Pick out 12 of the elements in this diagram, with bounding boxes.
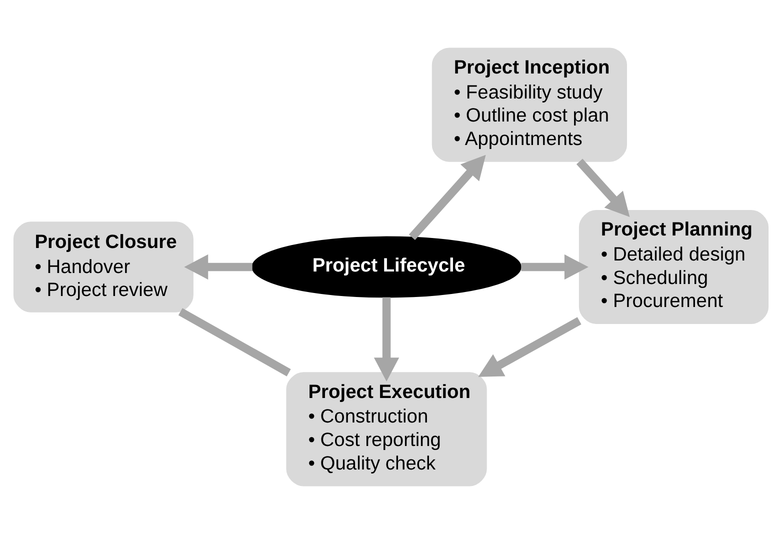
connector: [178, 308, 291, 376]
arrow: [576, 158, 630, 217]
node-box: Project Execution • Construction • Cost reporting • Quality check: [286, 372, 487, 486]
arrow: [408, 154, 486, 240]
arrow: [478, 317, 582, 377]
arrow: [184, 254, 252, 280]
arrow: [374, 297, 400, 382]
node-box: Project Planning • Detailed design • Scheduling • Procurement: [578, 210, 769, 324]
arrow: [521, 254, 588, 280]
node-ellipse: Project Lifecycle: [252, 236, 522, 298]
node-box: Project Inception • Feasibility study • Outline cost plan • Appointments: [432, 48, 628, 162]
node-box: Project Closure • Handover • Project review: [13, 222, 194, 312]
